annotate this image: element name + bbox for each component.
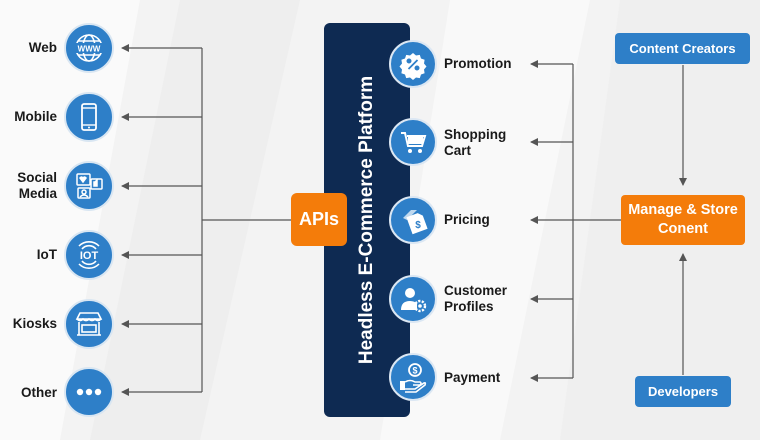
svg-text:$: $ [412,366,417,376]
social-media-icon [64,161,114,211]
globe-icon: WWW [64,23,114,73]
content-creators-box: Content Creators [615,33,750,64]
iot-icon: IOT [64,230,114,280]
feature-label-customer-profiles: Customer Profiles [444,283,508,314]
developers-box: Developers [635,376,731,407]
payment-hand-icon: $ [389,353,437,401]
channel-label: Web [28,40,57,55]
channel-label: Social Media [17,170,57,201]
smartphone-icon [64,92,114,142]
svg-text:$: $ [415,220,421,231]
svg-text:IOT: IOT [80,250,99,262]
feature-label-payment: Payment [444,370,501,385]
cart-icon [389,118,437,166]
channel-label: Other [20,385,57,400]
apis-box: APIs [291,193,347,246]
platform-title: Headless E-Commerce Platform [356,75,377,365]
channel-label: Kiosks [12,316,57,331]
kiosk-icon [64,299,114,349]
feature-label-pricing: Pricing [444,212,490,227]
manage-store-content-box: Manage & Store Conent [621,195,745,245]
more-icon [64,367,114,417]
price-tag-icon: $ [389,196,437,244]
channel-label: IoT [36,247,57,262]
feature-label-promotion: Promotion [444,56,512,71]
svg-text:WWW: WWW [78,45,101,54]
user-gear-icon [389,275,437,323]
channel-label: Mobile [14,109,57,124]
feature-label-shopping-cart: Shopping Cart [444,127,507,158]
percent-icon [389,40,437,88]
